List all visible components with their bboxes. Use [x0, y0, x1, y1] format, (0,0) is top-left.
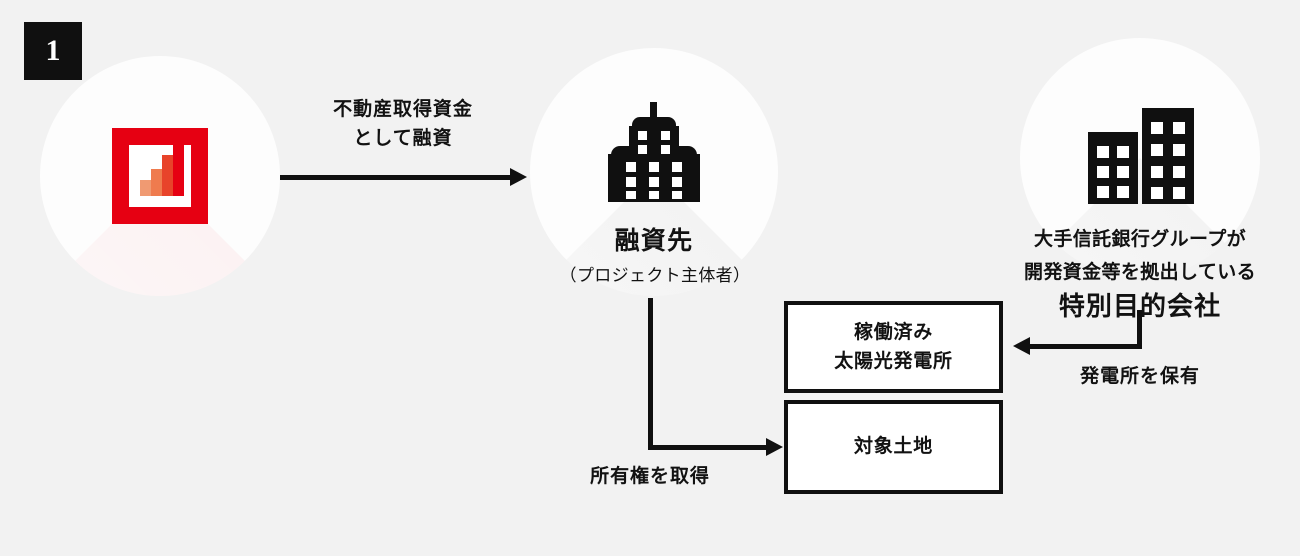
- tower-window: [661, 145, 670, 154]
- borrower-node-plate: [530, 48, 778, 296]
- edge-label-loan-line2: として融資: [353, 128, 453, 150]
- spc-caption: 大手信託銀行グループが 開発資金等を拠出している 特別目的会社: [995, 224, 1285, 324]
- edge-arrowhead-loan: [510, 168, 527, 186]
- box-target-land: 対象土地: [784, 400, 1003, 494]
- tower-window: [672, 177, 682, 187]
- tower-window: [649, 162, 659, 172]
- lender-node-plate: [40, 56, 280, 296]
- tower-window: [638, 145, 647, 154]
- office-buildings-icon: [1088, 108, 1194, 204]
- building-window: [1173, 144, 1185, 156]
- building-right-body: [1142, 108, 1194, 204]
- borrower-subtitle-text: （プロジェクト主体者）: [559, 266, 751, 285]
- edge-line-holding-vertical: [1137, 310, 1142, 348]
- step-number-badge: 1: [24, 22, 82, 80]
- borrower-subtitle: （プロジェクト主体者）: [520, 264, 790, 288]
- building-window: [1097, 186, 1109, 198]
- edge-line-ownership-vertical: [648, 298, 653, 450]
- building-window: [1117, 186, 1129, 198]
- tower-window: [661, 131, 670, 140]
- chart-bar-1: [140, 180, 151, 196]
- building-window: [1151, 187, 1163, 199]
- edge-label-loan-line1: 不動産取得資金: [333, 99, 473, 120]
- edge-label-holding: 発電所を保有: [1050, 362, 1230, 391]
- chart-bar-3: [162, 155, 173, 196]
- borrower-title-text: 融資先: [614, 227, 694, 255]
- building-left-body: [1088, 132, 1138, 204]
- building-window: [1117, 166, 1129, 178]
- bar-chart-icon: [112, 128, 208, 224]
- edge-label-ownership: 所有権を取得: [560, 462, 740, 491]
- spc-caption-line1: 大手信託銀行グループが: [1033, 229, 1247, 250]
- box-solar-plant: 稼働済み 太陽光発電所: [784, 301, 1003, 393]
- edge-label-loan: 不動産取得資金 として融資: [280, 95, 526, 154]
- box-target-land-line1: 対象土地: [853, 436, 934, 458]
- borrower-title: 融資先: [530, 225, 778, 258]
- chart-icon-bars: [140, 144, 184, 196]
- box-solar-plant-line1: 稼働済み: [853, 321, 934, 343]
- edge-arrowhead-holding: [1013, 337, 1030, 355]
- edge-label-holding-text: 発電所を保有: [1080, 366, 1200, 387]
- spc-caption-line2: 開発資金等を拠出している: [1024, 261, 1256, 283]
- chart-icon-frame: [112, 128, 208, 224]
- building-window: [1097, 146, 1109, 158]
- building-window: [1173, 122, 1185, 134]
- building-window: [1151, 166, 1163, 178]
- tower-window: [672, 191, 682, 199]
- edge-line-loan: [280, 175, 512, 180]
- spc-caption-line3: 特別目的会社: [1058, 291, 1222, 322]
- tower-window: [649, 177, 659, 187]
- chart-bar-2: [151, 169, 162, 196]
- building-window: [1117, 146, 1129, 158]
- box-solar-plant-line2: 太陽光発電所: [834, 351, 953, 372]
- edge-line-ownership-horizontal: [648, 445, 768, 450]
- spc-node-plate: [1020, 38, 1260, 278]
- building-window: [1173, 187, 1185, 199]
- step-number-text: 1: [45, 34, 61, 67]
- office-tower-icon: [604, 102, 704, 202]
- edge-label-ownership-text: 所有権を取得: [590, 466, 710, 487]
- building-window: [1151, 122, 1163, 134]
- tower-window: [626, 191, 636, 199]
- building-window: [1151, 144, 1163, 156]
- tower-window: [626, 177, 636, 187]
- tower-window: [626, 162, 636, 172]
- tower-window: [672, 162, 682, 172]
- tower-antenna: [650, 102, 657, 120]
- building-window: [1097, 166, 1109, 178]
- tower-window: [638, 131, 647, 140]
- edge-line-holding-horizontal: [1030, 344, 1142, 349]
- tower-window: [649, 191, 659, 199]
- chart-bar-4: [173, 144, 184, 196]
- building-window: [1173, 166, 1185, 178]
- edge-arrowhead-ownership: [766, 438, 783, 456]
